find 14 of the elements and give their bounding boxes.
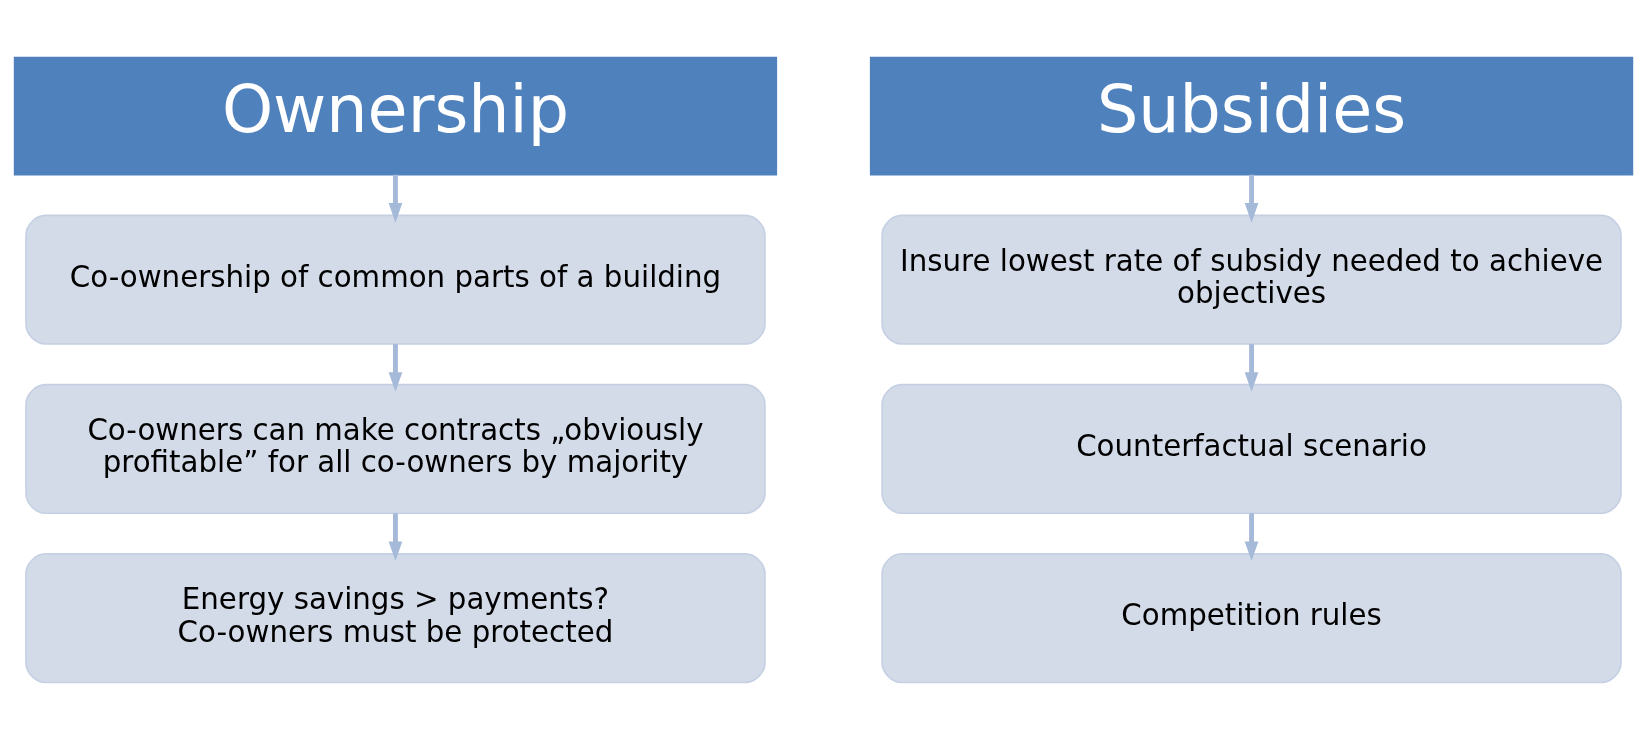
node-box: Co-owners can make contracts „obviously profitable” for all co-owners by majority	[25, 383, 766, 515]
node-box: Co-ownership of common parts of a building	[25, 214, 766, 345]
node-box: Counterfactual scenario	[881, 383, 1622, 515]
node-box: Insure lowest rate of subsidy needed to achieve objectives	[881, 214, 1622, 345]
arrow	[1244, 344, 1259, 392]
node-box: Subsidies	[869, 56, 1634, 176]
arrow	[388, 174, 403, 223]
node-box: Energy savings > payments? Co-owners must be protected	[25, 553, 766, 684]
node-box: Competition rules	[881, 553, 1622, 684]
arrow	[388, 513, 403, 562]
node-box: Ownership	[13, 56, 778, 176]
arrow	[1244, 513, 1259, 562]
arrow	[388, 344, 403, 392]
arrow	[1244, 174, 1259, 223]
